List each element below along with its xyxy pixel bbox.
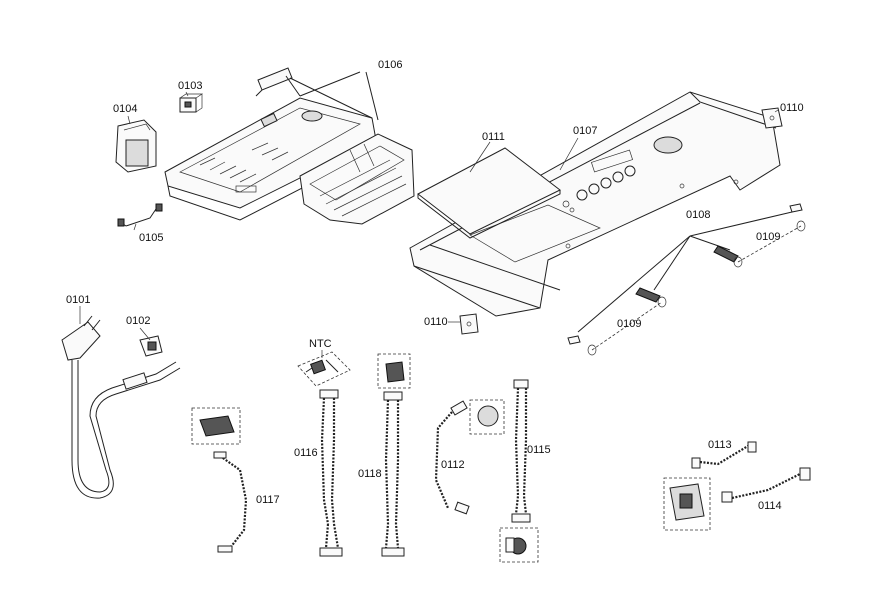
control-panel-fascia <box>409 91 781 317</box>
harness-0115 <box>499 379 539 563</box>
part-labels: 0101 0102 0103 0104 0105 0106 0107 0108 … <box>66 59 804 512</box>
ntc-sensor <box>297 351 351 387</box>
harness-0114 <box>663 467 811 531</box>
cable-0105 <box>117 203 163 227</box>
label-0113: 0113 <box>708 439 732 451</box>
screws-and-washers <box>567 203 806 356</box>
label-0111: 0111 <box>482 131 505 143</box>
connector-block <box>179 93 204 113</box>
label-0102: 0102 <box>126 315 150 327</box>
harness-0116 <box>319 389 343 557</box>
label-0112: 0112 <box>441 459 465 471</box>
harness-0118 <box>377 353 411 557</box>
label-0109-bottom: 0109 <box>617 318 641 330</box>
label-0110-right: 0110 <box>780 102 804 114</box>
label-0104: 0104 <box>113 103 137 115</box>
label-0109-top: 0109 <box>756 231 780 243</box>
label-0106: 0106 <box>378 59 402 71</box>
label-0107: 0107 <box>573 125 597 137</box>
leader-lines <box>79 91 779 358</box>
dispenser-tray <box>299 133 415 225</box>
mains-cable <box>61 315 181 499</box>
label-ntc: NTC <box>309 338 332 350</box>
strain-relief-0102 <box>139 335 163 357</box>
label-0117: 0117 <box>256 494 280 506</box>
harness-0117 <box>191 407 248 553</box>
label-0105: 0105 <box>139 232 163 244</box>
interference-filter <box>115 119 157 173</box>
label-0108: 0108 <box>686 209 710 221</box>
label-0116: 0116 <box>294 447 318 459</box>
label-0110-left: 0110 <box>424 316 448 328</box>
label-0118: 0118 <box>358 468 382 480</box>
harness-0113 <box>691 441 757 469</box>
label-0103: 0103 <box>178 80 202 92</box>
bracket-0110-right <box>761 107 783 129</box>
label-0101: 0101 <box>66 294 90 306</box>
label-0115: 0115 <box>527 444 551 456</box>
bracket-0110-left <box>459 313 479 335</box>
label-0114: 0114 <box>758 500 782 512</box>
harness-0112 <box>434 399 505 515</box>
